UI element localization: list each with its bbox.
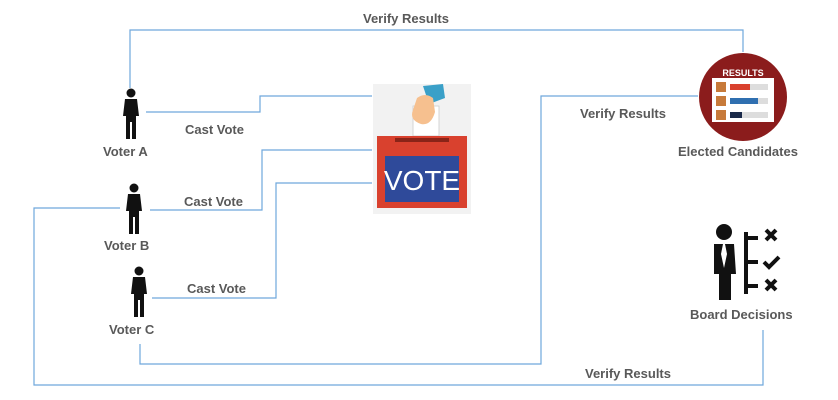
voter-c-label: Voter C bbox=[109, 322, 155, 337]
decision-checklist-icon bbox=[714, 224, 781, 300]
verify-results-label-top: Verify Results bbox=[363, 11, 449, 26]
verify-results-label-bottom: Verify Results bbox=[585, 366, 671, 381]
edge-voter-a-ballot bbox=[146, 95, 372, 113]
edge-voter-c-ballot bbox=[152, 182, 372, 299]
ballot-box-icon: VOTE bbox=[373, 84, 471, 214]
edge-verify-bottom bbox=[33, 207, 764, 386]
results-board-icon: RESULTS bbox=[699, 53, 787, 141]
person-icon bbox=[126, 183, 142, 234]
person-icon bbox=[123, 88, 139, 139]
verify-results-label-middle: Verify Results bbox=[580, 106, 666, 121]
results-badge-text: RESULTS bbox=[722, 68, 763, 78]
cast-vote-label-b: Cast Vote bbox=[184, 194, 243, 209]
cast-vote-label-a: Cast Vote bbox=[185, 122, 244, 137]
elected-candidates-label: Elected Candidates bbox=[678, 144, 798, 159]
voter-a-label: Voter A bbox=[103, 144, 148, 159]
edge-voter-b-ballot bbox=[150, 149, 372, 211]
person-icon bbox=[131, 266, 147, 317]
voter-b-label: Voter B bbox=[104, 238, 150, 253]
edge-verify-middle bbox=[139, 95, 698, 365]
cast-vote-label-c: Cast Vote bbox=[187, 281, 246, 296]
ballot-box-text: VOTE bbox=[384, 165, 460, 196]
board-decisions-label: Board Decisions bbox=[690, 307, 793, 322]
edge-verify-top bbox=[129, 29, 744, 88]
